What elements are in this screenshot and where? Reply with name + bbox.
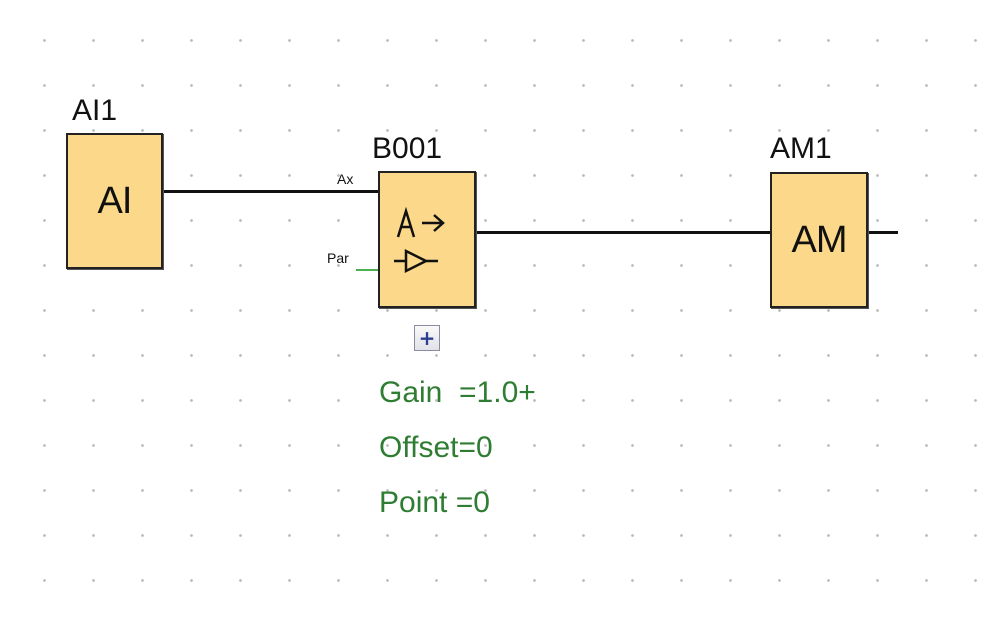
parameter-offset: Offset=0 [379, 431, 493, 464]
block-label-am1: AM1 [770, 132, 832, 165]
block-label-ai1: AI1 [72, 94, 118, 127]
pin-label-ax: Ax [337, 171, 354, 187]
wire-am1-output[interactable] [868, 231, 898, 234]
wire-par-connector [356, 269, 378, 271]
wire-ai1-to-b001[interactable] [162, 190, 380, 193]
analog-output-block-am1[interactable]: AM [770, 172, 868, 308]
amplifier-symbol-icon [394, 206, 445, 273]
expand-parameters-button[interactable]: + [414, 325, 440, 351]
plus-icon: + [418, 326, 436, 350]
parameter-point: Point =0 [379, 486, 490, 519]
parameter-gain: Gain =1.0+ [379, 376, 536, 409]
block-label-b001: B001 [372, 132, 443, 165]
pin-label-par: Par [327, 250, 349, 266]
analog-input-block-ai1[interactable]: AI [66, 133, 163, 269]
block-text-ai1: AI [97, 179, 133, 222]
block-text-am1: AM [791, 218, 848, 261]
wire-b001-to-am1[interactable] [476, 231, 770, 234]
analog-amplifier-block-b001[interactable] [378, 171, 476, 308]
